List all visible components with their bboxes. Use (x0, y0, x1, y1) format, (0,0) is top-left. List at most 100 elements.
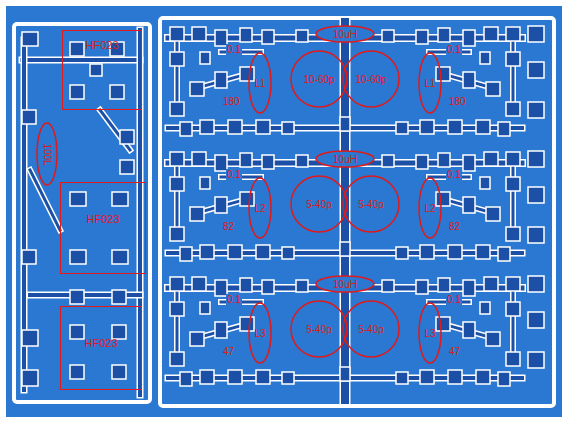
solder-pad (112, 290, 126, 304)
component-outline: 10uH (315, 150, 375, 168)
trace-gap (510, 34, 516, 112)
component-outline: 5-40p (290, 175, 348, 233)
solder-pad (448, 120, 462, 134)
component-outline: L1 (418, 52, 442, 114)
solder-pad (528, 227, 544, 243)
trace-gap (340, 22, 351, 400)
copper-trace (176, 284, 179, 362)
copper-pour (6, 6, 562, 417)
part-label: 180 (448, 96, 467, 107)
solder-pad (506, 227, 520, 241)
solder-pad (170, 302, 184, 316)
outline-ellipse (419, 53, 441, 113)
copper-trace (512, 284, 515, 362)
solder-pad (200, 120, 214, 134)
solder-pad (382, 30, 394, 42)
solder-pad (170, 352, 184, 366)
part-value: HF023 (86, 213, 119, 225)
solder-pad (528, 26, 544, 42)
outline-ellipse (291, 51, 347, 107)
solder-pad (420, 370, 434, 384)
solder-pad (463, 322, 475, 338)
part-value: 10-60p (355, 74, 386, 85)
solder-pad (416, 155, 428, 169)
solder-pad (112, 250, 128, 264)
solder-pad (70, 192, 86, 206)
isolation-gap (14, 24, 150, 402)
trace-gap (510, 284, 516, 362)
solder-pad (70, 85, 84, 99)
part-label: 82 (448, 221, 461, 232)
copper-trace (512, 34, 515, 112)
solder-pad (506, 302, 520, 316)
solder-pad (396, 372, 408, 384)
part-value: 5-40p (358, 324, 384, 335)
solder-pad (200, 245, 214, 259)
trace-gap (174, 284, 180, 362)
solder-pad (484, 277, 498, 291)
part-label: 47 (222, 346, 235, 357)
solder-pad (170, 277, 184, 291)
solder-pad (296, 280, 308, 292)
solder-pad (215, 322, 227, 338)
part-value: 10uH (333, 154, 357, 165)
outline-ellipse (343, 301, 399, 357)
part-value: 5-40p (306, 324, 332, 335)
part-label: 0.1 (446, 294, 462, 305)
solder-pad (476, 370, 490, 384)
solder-pad (448, 245, 462, 259)
solder-pad (90, 64, 102, 76)
solder-pad (448, 370, 462, 384)
solder-pad (120, 130, 134, 144)
solder-pad (436, 67, 450, 81)
trace-gap (174, 159, 180, 237)
solder-pad (262, 280, 274, 294)
solder-pad (228, 245, 242, 259)
solder-pad (463, 72, 475, 88)
component-outline: 10-60p (290, 50, 348, 108)
part-value: 100L (42, 143, 53, 165)
solder-pad (396, 247, 408, 259)
part-value: L1 (424, 78, 435, 89)
solder-pad (22, 110, 36, 124)
solder-pad (170, 52, 184, 66)
solder-pad (112, 365, 126, 379)
solder-pad (340, 242, 350, 256)
solder-pad (486, 332, 500, 346)
part-value: L3 (254, 328, 265, 339)
solder-pad (506, 177, 520, 191)
outline-ellipse (291, 176, 347, 232)
copper-trace (30, 170, 60, 230)
copper-trace (22, 58, 140, 62)
solder-pad (498, 122, 510, 136)
solder-pad (22, 330, 38, 346)
solder-pad (480, 177, 490, 189)
component-outline: L3 (248, 302, 272, 364)
solder-pad (416, 280, 428, 294)
solder-pad (240, 278, 252, 292)
component-outline: 10-60p (342, 50, 400, 108)
part-value: 5-40p (306, 199, 332, 210)
part-label: 0.1 (226, 44, 242, 55)
outline-ellipse (291, 301, 347, 357)
solder-pad (396, 122, 408, 134)
solder-pad (120, 160, 134, 174)
solder-pad (382, 155, 394, 167)
component-outline: 100L (36, 122, 58, 186)
solder-pad (498, 247, 510, 261)
solder-pad (528, 62, 544, 78)
solder-pad (463, 197, 475, 213)
solder-pad (528, 102, 544, 118)
solder-pad (506, 277, 520, 291)
solder-pad (112, 192, 128, 206)
part-value: L2 (424, 203, 435, 214)
solder-pad (498, 372, 510, 386)
solder-pad (416, 30, 428, 44)
trace-gap (174, 34, 180, 112)
solder-pad (282, 122, 294, 134)
part-value: HF023 (84, 337, 117, 349)
solder-pad (420, 245, 434, 259)
relay-outline: HF023 (62, 30, 142, 110)
